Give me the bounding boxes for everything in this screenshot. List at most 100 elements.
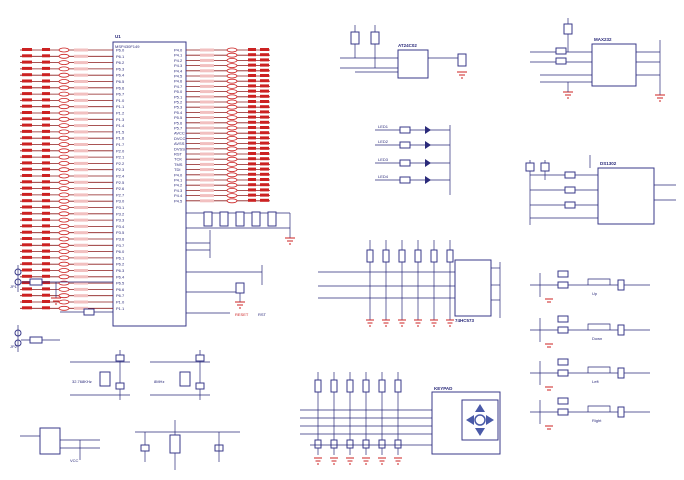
left-resistor-body bbox=[74, 237, 88, 241]
left-resistor-body bbox=[74, 168, 88, 172]
left-net-label bbox=[22, 174, 32, 177]
left-net-label bbox=[22, 186, 32, 190]
keypad-cap bbox=[346, 439, 354, 449]
mcu-pin-left-label: P1.5 bbox=[116, 129, 125, 134]
rs232-block: MAX232 bbox=[530, 18, 665, 102]
keypad-label: KEYPAD bbox=[434, 386, 453, 391]
mcu-pin-left-label: P2.6 bbox=[116, 186, 125, 191]
mcu-pin-left-label: P3.2 bbox=[116, 211, 125, 216]
switch-icon bbox=[587, 366, 611, 373]
left-resistor-body bbox=[74, 243, 88, 247]
left-net-label bbox=[22, 104, 32, 108]
left-resistor bbox=[58, 160, 70, 166]
left-net-label bbox=[42, 111, 50, 114]
right-resistor-body bbox=[200, 162, 214, 166]
left-resistor-body bbox=[74, 250, 88, 254]
left-resistor bbox=[58, 293, 70, 299]
mcu-pin-right-label: P4.1 bbox=[174, 53, 183, 58]
left-resistor-body bbox=[74, 86, 88, 90]
right-resistor bbox=[226, 58, 238, 63]
left-resistor bbox=[58, 268, 70, 273]
latch-pullup-resistor bbox=[414, 249, 422, 263]
mcu-pin-left-label: P6.5 bbox=[116, 79, 125, 84]
left-resistor bbox=[58, 274, 70, 280]
mcu-pin-right-label: TDI bbox=[174, 167, 180, 172]
ground-icon bbox=[314, 457, 322, 465]
button-series-resistor bbox=[557, 326, 569, 334]
mcu-pin-right-label: RST bbox=[174, 152, 183, 157]
left-net-label bbox=[22, 117, 32, 121]
ground-icon bbox=[330, 457, 338, 465]
right-net-label bbox=[260, 94, 269, 98]
left-resistor-body bbox=[74, 155, 88, 159]
latch-pullup-resistor bbox=[366, 249, 374, 263]
left-resistor bbox=[58, 249, 70, 255]
right-net-label bbox=[248, 188, 256, 192]
mcu-pin-left-label: P3.5 bbox=[116, 230, 125, 235]
left-net-label bbox=[22, 300, 32, 303]
left-net-label bbox=[42, 218, 50, 222]
left-net-label bbox=[22, 243, 32, 247]
mcu-pin-left-label: P3.1 bbox=[116, 205, 125, 210]
keypad-cap bbox=[314, 439, 322, 449]
right-net-label bbox=[260, 105, 269, 109]
keypad-pull-resistor bbox=[346, 379, 354, 393]
left-resistor-body bbox=[74, 61, 88, 65]
left-net-label bbox=[22, 66, 32, 70]
right-net-label bbox=[248, 115, 256, 119]
keypad-cap bbox=[394, 439, 402, 449]
left-net-label bbox=[22, 167, 32, 171]
left-resistor-array bbox=[20, 47, 113, 311]
mcu-pin-left-label: P1.0 bbox=[116, 300, 125, 305]
right-resistor-body bbox=[200, 121, 214, 125]
keypad-cap bbox=[362, 439, 370, 449]
keypad-pull-resistor bbox=[330, 379, 338, 393]
left-net-label bbox=[42, 167, 50, 171]
left-net-label bbox=[22, 129, 32, 133]
left-net-label bbox=[42, 281, 50, 285]
right-net-label bbox=[260, 110, 269, 114]
right-resistor-body bbox=[200, 64, 214, 68]
right-resistor-body bbox=[200, 188, 214, 192]
right-net-label bbox=[260, 126, 269, 129]
mcu-pin-left-label: P6.0 bbox=[116, 48, 125, 53]
left-resistor-body bbox=[74, 73, 88, 77]
right-net-label bbox=[260, 183, 269, 187]
led-2-label: LED2 bbox=[378, 139, 389, 144]
right-net-label bbox=[260, 188, 269, 192]
right-net-label bbox=[248, 172, 256, 176]
mcu-pin-right-label: P4.0 bbox=[174, 48, 183, 53]
latch-pullup-resistor bbox=[446, 249, 454, 263]
right-net-label bbox=[248, 126, 256, 129]
left-resistor-body bbox=[74, 143, 88, 146]
left-resistor-body bbox=[74, 306, 88, 310]
right-net-label bbox=[248, 84, 256, 88]
left-net-label bbox=[22, 230, 32, 234]
left-net-label bbox=[22, 255, 32, 259]
mcu-pin-right-label: P5.3 bbox=[174, 105, 183, 110]
mcu-pin-right-label: P5.0 bbox=[174, 89, 183, 94]
ground-icon bbox=[366, 319, 374, 327]
eeprom-block: AT24C02 bbox=[340, 25, 467, 79]
keypad-center-icon bbox=[474, 414, 486, 426]
mcu-pin-left-label: P1.0 bbox=[116, 98, 125, 103]
right-net-label bbox=[248, 178, 256, 181]
right-resistor bbox=[226, 130, 238, 136]
ground-icon bbox=[346, 457, 354, 465]
right-net-label bbox=[260, 53, 269, 57]
right-resistor bbox=[226, 177, 238, 183]
right-net-label bbox=[260, 79, 269, 83]
mcu-pin-right-label: P4.6 bbox=[174, 79, 183, 84]
latch-label: 74HC573 bbox=[455, 318, 475, 323]
left-resistor bbox=[58, 85, 70, 91]
button-series-resistor bbox=[557, 369, 569, 377]
mcu-pin-left-label: P6.3 bbox=[116, 66, 125, 71]
led-3-label: LED3 bbox=[378, 157, 389, 162]
jumper-circuit-2: JP2 bbox=[10, 325, 60, 352]
left-net-label bbox=[42, 255, 50, 259]
left-resistor bbox=[58, 72, 70, 78]
right-resistor-body bbox=[200, 142, 214, 146]
left-net-label bbox=[42, 54, 50, 58]
left-resistor-body bbox=[74, 275, 88, 279]
mcu-pin-left-label: P1.1 bbox=[116, 104, 125, 109]
